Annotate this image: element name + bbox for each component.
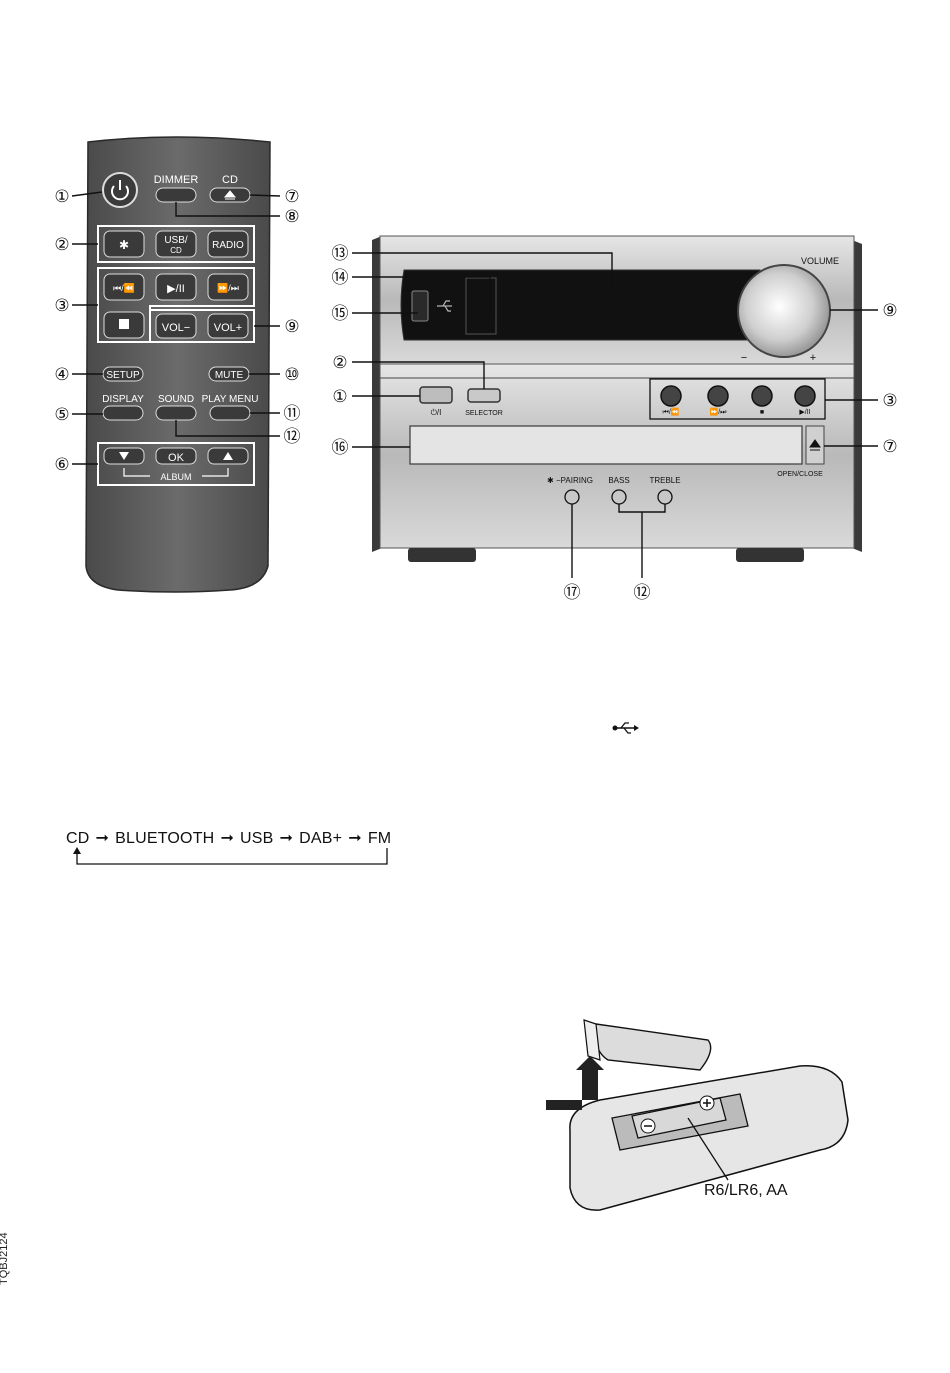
arrow-icon: ➞ — [96, 828, 110, 848]
svg-text:VOL−: VOL− — [162, 322, 190, 334]
right-arrow-icon — [546, 1100, 582, 1110]
seq-cd: CD — [66, 830, 90, 847]
svg-text:SETUP: SETUP — [106, 370, 140, 381]
usb-port — [412, 291, 428, 321]
callout-7b: ⑦ — [882, 437, 897, 456]
callout-1b: ① — [332, 387, 347, 406]
svg-text:▶/II: ▶/II — [167, 283, 185, 295]
svg-text:DISPLAY: DISPLAY — [102, 394, 144, 405]
unit-prev-button — [661, 386, 681, 406]
display-button — [103, 406, 143, 420]
callout-11: ⑪ — [284, 404, 301, 423]
svg-text:⏻/I: ⏻/I — [431, 408, 442, 417]
battery-cover — [595, 1024, 710, 1070]
sequence-return-arrow — [66, 846, 396, 870]
callout-5: ⑤ — [54, 405, 69, 424]
svg-text:SELECTOR: SELECTOR — [465, 410, 503, 417]
svg-text:−: − — [741, 352, 747, 364]
svg-text:▶/II: ▶/II — [799, 409, 810, 416]
svg-text:OK: OK — [168, 452, 185, 464]
seq-bluetooth: BLUETOOTH — [115, 830, 214, 847]
callout-3: ③ — [54, 296, 69, 315]
battery-label: R6/LR6, AA — [704, 1182, 788, 1199]
svg-text:⏩/⏭: ⏩/⏭ — [710, 407, 728, 416]
svg-text:SOUND: SOUND — [158, 394, 194, 405]
callout-1: ① — [54, 187, 69, 206]
svg-text:VOLUME: VOLUME — [801, 256, 839, 266]
callout-2: ② — [54, 235, 69, 254]
callout-14: ⑭ — [332, 268, 349, 287]
remote-control-illustration: DIMMER CD ✱ USB/ CD RADIO ⏮/⏪ ▶/II ⏩/⏭ V… — [0, 0, 320, 620]
document-code: TQBJ2124 — [0, 1232, 10, 1285]
arrow-icon: ➞ — [280, 828, 294, 848]
unit-stop-button — [752, 386, 772, 406]
sound-button — [156, 406, 196, 420]
callout-3b: ③ — [882, 391, 897, 410]
callout-13: ⑬ — [332, 244, 349, 263]
usb-icon — [612, 720, 640, 736]
svg-text:VOL+: VOL+ — [214, 322, 242, 334]
display-window — [401, 270, 760, 340]
callout-12b: ⑫ — [634, 583, 651, 602]
main-unit-illustration: VOLUME − + ⏻/I SELECTOR ⏮/⏪ ⏩/⏭ ■ ▶/II O… — [320, 225, 920, 615]
callout-15: ⑮ — [332, 304, 349, 323]
callout-8: ⑧ — [284, 207, 299, 226]
callout-17: ⑰ — [564, 583, 581, 602]
unit-power-button — [420, 387, 452, 403]
bluetooth-icon: ✱ — [119, 238, 129, 252]
callout-2b: ② — [332, 353, 347, 372]
svg-text:PLAY MENU: PLAY MENU — [202, 394, 259, 405]
svg-text:ALBUM: ALBUM — [160, 472, 191, 482]
unit-play-button — [795, 386, 815, 406]
battery-installation-illustration: R6/LR6, AA — [540, 1010, 860, 1230]
callout-9b: ⑨ — [882, 301, 897, 320]
svg-text:MUTE: MUTE — [215, 370, 244, 381]
arrow-icon: ➞ — [220, 828, 234, 848]
seq-fm: FM — [368, 830, 392, 847]
svg-text:BASS: BASS — [608, 476, 629, 485]
treble-knob — [658, 490, 672, 504]
svg-text:✱ −PAIRING: ✱ −PAIRING — [547, 476, 593, 485]
svg-text:⏩/⏭: ⏩/⏭ — [217, 282, 239, 293]
svg-text:■: ■ — [760, 409, 764, 416]
seq-usb: USB — [240, 830, 274, 847]
selector-button — [468, 389, 500, 402]
callout-9: ⑨ — [284, 317, 299, 336]
svg-text:⏮/⏪: ⏮/⏪ — [113, 282, 135, 293]
svg-text:+: + — [810, 352, 816, 364]
pairing-knob — [565, 490, 579, 504]
up-arrow-icon — [576, 1056, 604, 1100]
volume-knob — [738, 265, 830, 357]
arrow-icon: ➞ — [348, 828, 362, 848]
source-sequence: CD ➞ BLUETOOTH ➞ USB ➞ DAB+ ➞ FM — [66, 828, 391, 848]
callout-10: ⑩ — [284, 365, 299, 384]
disc-tray — [410, 426, 802, 464]
svg-text:RADIO: RADIO — [212, 240, 244, 251]
svg-text:OPEN/CLOSE: OPEN/CLOSE — [777, 471, 823, 478]
unit-next-button — [708, 386, 728, 406]
svg-text:CD: CD — [170, 246, 182, 255]
dimmer-button — [156, 188, 196, 202]
bass-knob — [612, 490, 626, 504]
callout-16: ⑯ — [332, 438, 349, 457]
cd-label: CD — [222, 174, 238, 186]
play-menu-button — [210, 406, 250, 420]
callout-4: ④ — [54, 365, 69, 384]
callout-6: ⑥ — [54, 455, 69, 474]
callout-12: ⑫ — [284, 427, 301, 446]
svg-text:⏮/⏪: ⏮/⏪ — [663, 407, 680, 416]
seq-dab: DAB+ — [299, 830, 342, 847]
dimmer-label: DIMMER — [154, 174, 199, 186]
svg-text:USB/: USB/ — [164, 235, 188, 246]
callout-7: ⑦ — [284, 187, 299, 206]
svg-text:TREBLE: TREBLE — [649, 476, 680, 485]
